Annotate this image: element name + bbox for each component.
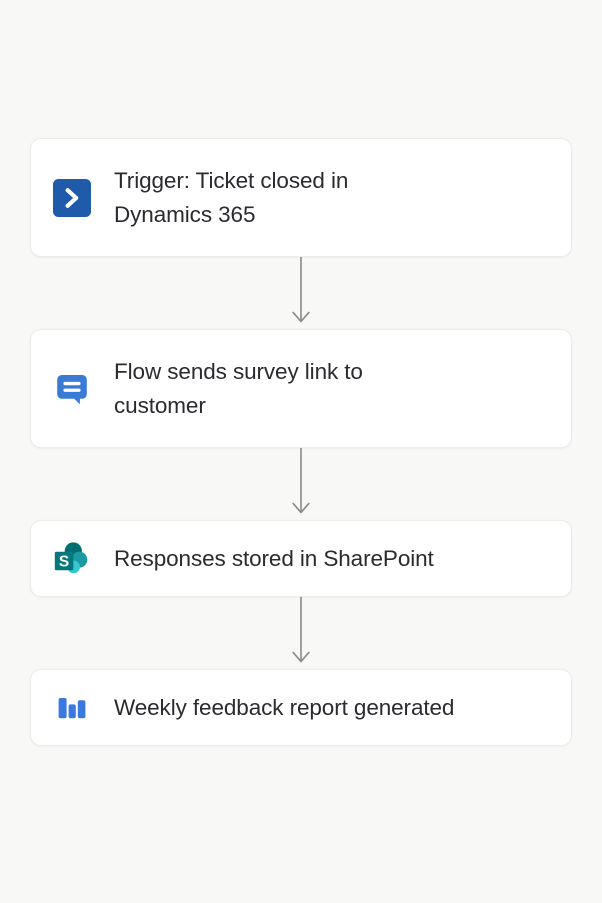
chat-bubble-icon	[53, 370, 91, 408]
arrow-down-icon	[292, 311, 310, 323]
flow-step-label-2: Flow sends survey link to customer	[114, 358, 363, 418]
flow-step-card-1[interactable]: Trigger: Ticket closed in Dynamics 365	[30, 138, 572, 257]
flow-step-stack: Trigger: Ticket closed in Dynamics 365 F…	[30, 138, 572, 746]
arrow-down-icon	[292, 502, 310, 514]
flow-connector-3	[30, 597, 572, 669]
flow-step-card-3[interactable]: S Responses stored in SharePoint	[30, 520, 572, 597]
arrow-down-icon	[292, 651, 310, 663]
flow-connector-2	[30, 448, 572, 520]
flow-step-card-4[interactable]: Weekly feedback report generated	[30, 669, 572, 746]
flow-connector-1	[30, 257, 572, 329]
flow-step-label-4: Weekly feedback report generated	[114, 694, 455, 720]
flow-step-label-1: Trigger: Ticket closed in Dynamics 365	[114, 167, 349, 227]
svg-text:S: S	[59, 553, 69, 570]
bar-chart-icon	[53, 689, 91, 727]
flow-step-label-3: Responses stored in SharePoint	[114, 545, 434, 571]
sharepoint-icon: S	[53, 540, 91, 578]
flow-step-card-2[interactable]: Flow sends survey link to customer	[30, 329, 572, 448]
power-automate-chevron-icon	[53, 178, 91, 217]
